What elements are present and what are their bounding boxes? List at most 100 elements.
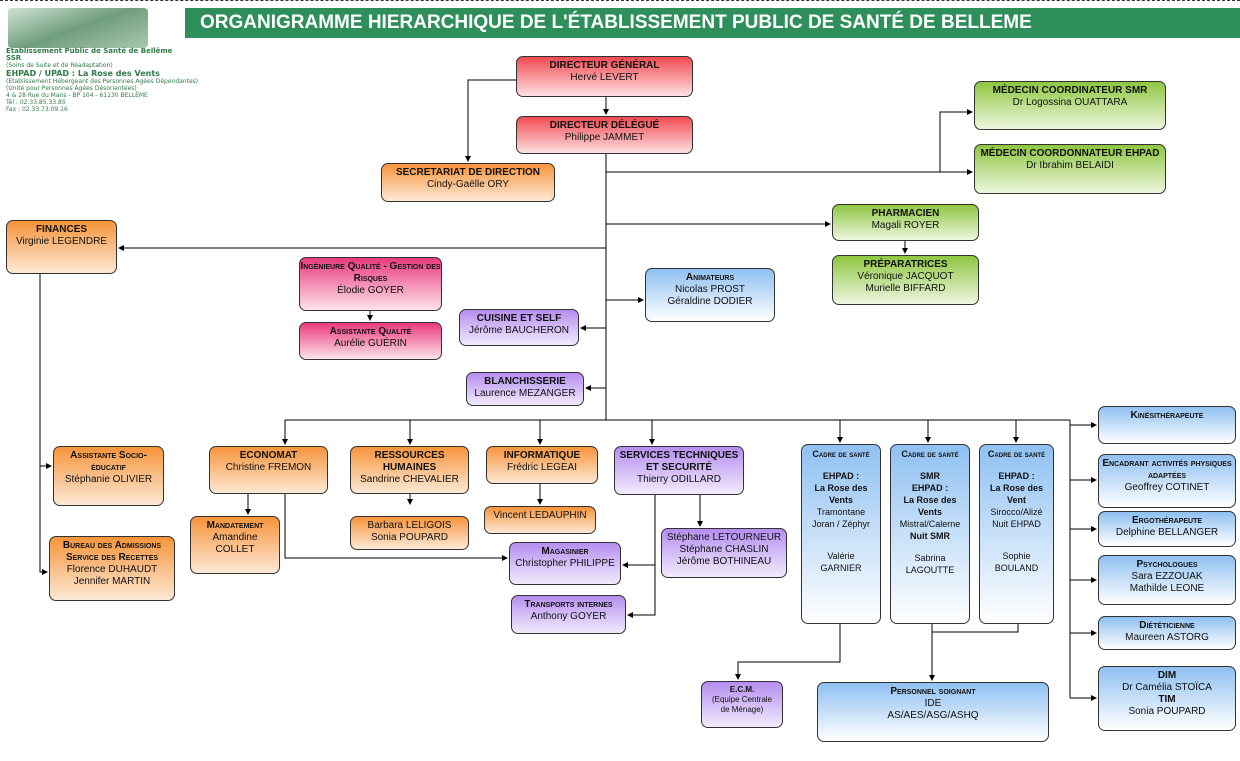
box-title: Mandatement [206, 520, 264, 531]
box-line: Sirocco/Alizé [990, 507, 1043, 517]
box-line: Jennifer MARTIN [73, 576, 151, 587]
box-line: Cindy-Gaëlle ORY [426, 179, 510, 190]
box-line: IDE [924, 698, 942, 709]
box-title: DIRECTEUR DÉLÉGUÉ [549, 120, 660, 131]
box-title: RESSOURCES HUMAINES [374, 450, 445, 473]
box-line: Véronique JACQUOT [857, 271, 954, 282]
box-title: CUISINE ET SELF [476, 313, 562, 324]
box-title: Magasinier [541, 546, 589, 557]
box-line: EHPAD : [911, 483, 949, 493]
box-title: Cadre de santé [987, 449, 1046, 459]
box-title: PHARMACIEN [871, 208, 940, 219]
box-line: Geoffrey COTINET [1124, 482, 1210, 493]
box-line: de Ménage) [720, 705, 764, 714]
logo-ssr-full: (Soins de Suite et de Réadaptation) [6, 62, 113, 69]
box-title: PRÉPARATRICES [863, 259, 948, 270]
box-title: DIRECTEUR GÉNÉRAL [549, 60, 660, 71]
org-box-info2: Vincent LEDAUPHIN [484, 506, 596, 534]
logo-name: Établissement Public de Santé de Bellême [6, 47, 173, 55]
box-title: MÉDECIN COORDONNATEUR EHPAD [980, 148, 1160, 159]
org-box-bureau: Bureau des Admissions Service des Recett… [49, 536, 175, 601]
logo-tel: Tél : 02.33.85.33.85 [6, 99, 66, 106]
box-line: La Rose des [989, 483, 1044, 493]
box-line: Laurence MEZANGER [474, 388, 576, 399]
box-line: Sophie [1002, 551, 1031, 561]
box-line: EHPAD : [998, 471, 1035, 481]
box-line: Vent [1006, 495, 1026, 505]
box-title: Ergothérapeute [1131, 515, 1203, 526]
box-title: E.C.M. [729, 685, 755, 694]
logo-address: 4 & 28 Rue du Mans - BP 104 - 61130 BELL… [6, 92, 148, 99]
box-line: Anthony GOYER [530, 611, 607, 622]
box-line: Virginie LEGENDRE [16, 236, 107, 247]
box-line: Frédric LEGEAI [506, 462, 578, 473]
box-line: Jérôme BOTHINEAU [676, 556, 772, 567]
box-line: Nicolas PROST [674, 284, 745, 295]
box-line: AS/AES/ASG/ASHQ [887, 710, 979, 721]
logo-ehpad-full: (Etablissement Hébergeant des Personnes … [6, 78, 199, 85]
box-line: Sabrina [914, 553, 946, 563]
box-line: Mathilde LEONE [1129, 583, 1205, 594]
box-line: Sonia POUPARD [1128, 706, 1206, 717]
box-title: DIM [1157, 670, 1177, 681]
org-box-kine: Kinésithérapeute [1098, 406, 1236, 444]
box-line: Joran / Zéphyr [811, 519, 871, 529]
box-line: Tramontane [816, 507, 866, 517]
box-line: Sonia POUPARD [370, 532, 449, 543]
box-line: Stéphane CHASLIN [679, 544, 769, 555]
box-title: Psychologues [1136, 559, 1198, 570]
box-line: Dr Logossina OUATTARA [1012, 97, 1128, 108]
box-line: La Rose des [903, 495, 957, 505]
box-title: INFORMATIQUE [503, 450, 581, 461]
box-line: Vincent LEDAUPHIN [493, 510, 587, 521]
box-line: Dr Camélia STOÏCA [1122, 682, 1212, 693]
box-line: Sandrine CHEVALIER [360, 474, 459, 485]
box-line: Élodie GOYER [337, 285, 404, 296]
box-title: Encadrant activités physiques adaptées [1102, 458, 1232, 481]
box-line: Florence DUHAUDT [66, 564, 158, 575]
box-title: Cadre de santé [901, 449, 959, 459]
logo-fax: Fax : 02.33.73.09.16 [6, 106, 68, 113]
box-line: Thierry ODILLARD [637, 474, 721, 485]
logo-upad-full: (Unité pour Personnes Agées Désorientées… [6, 85, 137, 92]
box-line: BOULAND [994, 563, 1039, 573]
box-line: Aurélie GUÉRIN [334, 338, 407, 349]
box-line: COLLET [215, 544, 255, 555]
box-line: GARNIER [820, 563, 862, 573]
box-title: MÉDECIN COORDINATEUR SMR [992, 85, 1148, 96]
box-line: TIM [1158, 694, 1176, 705]
box-line: Stéphane LETOURNEUR [666, 532, 782, 543]
page-title: ORGANIGRAMME HIERARCHIQUE DE L'ÉTABLISSE… [185, 8, 1240, 38]
box-line: Delphine BELLANGER [1115, 527, 1219, 538]
box-title: Animateurs [685, 272, 735, 283]
box-title: Ingénieure Qualité - Gestion des Risques [300, 261, 441, 284]
building-photo [8, 8, 148, 48]
box-line: Christopher PHILIPPE [515, 558, 615, 569]
box-line: Hervé LEVERT [570, 72, 639, 83]
box-line: Géraldine DODIER [667, 296, 753, 307]
